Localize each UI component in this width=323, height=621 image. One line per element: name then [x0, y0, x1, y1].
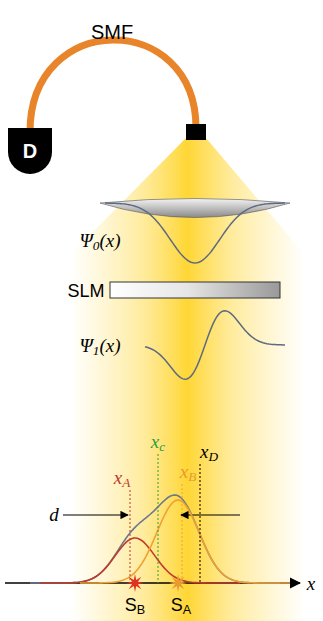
source-star	[169, 574, 187, 592]
symbol: Ψ	[79, 335, 92, 356]
detector-body	[8, 128, 52, 174]
source-b-curve	[40, 538, 240, 583]
light-beam	[70, 138, 305, 621]
slm-panel	[110, 282, 280, 298]
subscript: 1	[93, 343, 100, 358]
subscript: B	[188, 469, 196, 484]
slm-label: SLM	[67, 282, 104, 300]
field-label: Ψ1(x)	[79, 336, 120, 355]
fiber	[30, 40, 196, 132]
subscript: 0	[93, 238, 100, 253]
detector-label: D	[23, 141, 37, 161]
source-a-curve	[80, 500, 290, 583]
source-star	[126, 574, 144, 592]
sum-curve	[30, 495, 280, 583]
source-label: SA	[171, 596, 191, 614]
symbol: x	[151, 431, 159, 452]
argument: (x)	[99, 335, 120, 356]
subscript: A	[122, 475, 130, 490]
symbol: S	[171, 595, 183, 615]
subscript: D	[208, 449, 218, 464]
psi1-curve	[145, 311, 285, 380]
guide-line	[158, 454, 159, 583]
fiber-label: SMF	[91, 22, 133, 42]
fiber-tip	[186, 124, 206, 140]
symbol: x	[200, 441, 208, 462]
subscript: A	[183, 603, 191, 617]
distance-label: d	[49, 505, 59, 524]
argument: (x)	[99, 230, 120, 251]
d-arrow-right	[181, 514, 240, 515]
source-label: SB	[125, 596, 145, 614]
d-arrow-left	[63, 514, 128, 515]
guide-line	[200, 464, 201, 583]
curves	[30, 203, 290, 592]
subscript: B	[137, 603, 145, 617]
position-label: xc	[151, 432, 165, 451]
guide-line	[182, 484, 183, 583]
lens	[100, 199, 290, 218]
position-label: xB	[180, 462, 197, 481]
axis-label: x	[307, 574, 315, 593]
symbol: x	[114, 467, 122, 488]
symbol: Ψ	[79, 230, 92, 251]
subscript: c	[159, 439, 165, 454]
position-label: xD	[200, 442, 218, 461]
guide-line	[130, 490, 131, 583]
detector: D	[8, 128, 52, 174]
symbol: S	[125, 595, 137, 615]
position-label: xA	[114, 468, 131, 487]
symbol: x	[180, 461, 188, 482]
field-label: Ψ0(x)	[79, 231, 120, 250]
psi0-curve	[105, 203, 285, 263]
